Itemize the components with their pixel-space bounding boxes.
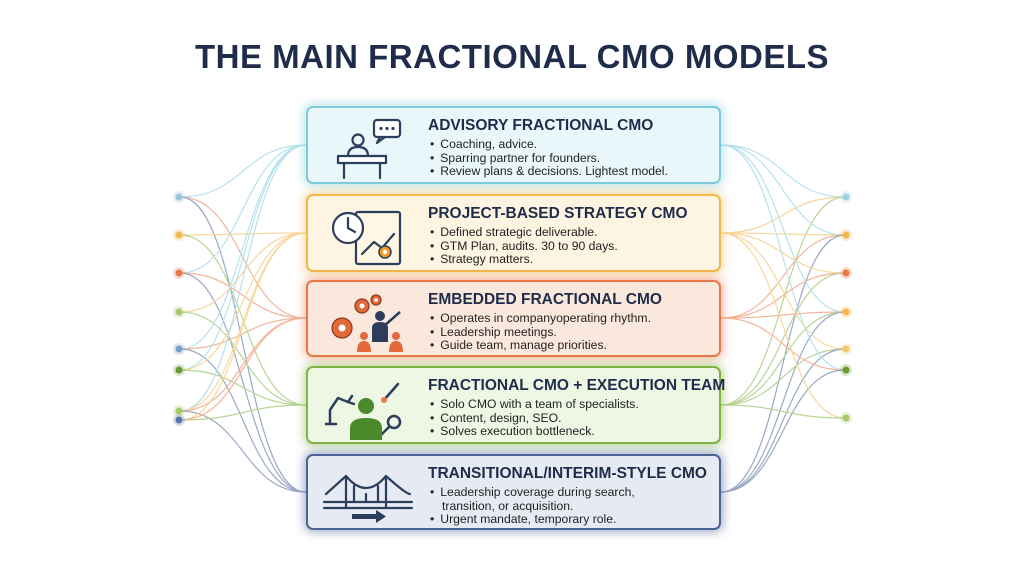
bullet-item: Operates in companyoperating rhythm. bbox=[430, 311, 651, 326]
bullet-item: Review plans & decisions. Lightest model… bbox=[430, 165, 668, 179]
connector-dot bbox=[842, 366, 850, 374]
bullet-item: Strategy matters. bbox=[430, 253, 618, 267]
card-bullets: Leadership coverage during search, trans… bbox=[430, 485, 635, 527]
connector-dot bbox=[842, 193, 850, 201]
bullet-item: Coaching, advice. bbox=[430, 137, 668, 152]
connector-line bbox=[720, 234, 846, 493]
connector-line bbox=[179, 232, 307, 421]
bridge-transition-icon bbox=[322, 464, 414, 530]
connector-line bbox=[720, 234, 846, 319]
card-title: FRACTIONAL CMO + EXECUTION TEAM bbox=[428, 377, 726, 394]
connector-line bbox=[179, 410, 307, 493]
connector-line bbox=[179, 317, 307, 350]
bullet-item: Content, design, SEO. bbox=[430, 411, 639, 426]
connector-line bbox=[179, 369, 307, 406]
connector-line bbox=[720, 232, 846, 274]
card-title: TRANSITIONAL/INTERIM-STYLE CMO bbox=[428, 465, 707, 482]
card-title: PROJECT-BASED STRATEGY CMO bbox=[428, 205, 688, 222]
connector-line bbox=[179, 272, 307, 319]
connector-line bbox=[720, 317, 846, 371]
connector-line bbox=[720, 144, 846, 371]
bullet-item: Leadership coverage during search, bbox=[430, 485, 634, 500]
connector-line bbox=[720, 311, 846, 319]
connector-line bbox=[720, 311, 846, 406]
connector-line bbox=[720, 369, 846, 493]
connector-dot bbox=[842, 269, 850, 277]
bullet-item: GTM Plan, audits. 30 to 90 days. bbox=[430, 239, 618, 254]
connector-dot bbox=[175, 308, 183, 316]
connector-line bbox=[179, 404, 307, 421]
card-bullets: Defined strategic deliverable. GTM Plan,… bbox=[430, 225, 618, 267]
bullet-item: Urgent mandate, temporary role. bbox=[430, 513, 635, 527]
card-title: ADVISORY FRACTIONAL CMO bbox=[428, 117, 654, 134]
connector-line bbox=[720, 272, 846, 319]
card-bullets: Operates in companyoperating rhythm. Lea… bbox=[430, 311, 651, 353]
connector-dot bbox=[842, 308, 850, 316]
connector-dot bbox=[175, 407, 183, 415]
model-card-execution-team: FRACTIONAL CMO + EXECUTION TEAM Solo CMO… bbox=[306, 366, 725, 444]
connector-line bbox=[720, 404, 846, 419]
connector-line bbox=[179, 272, 307, 493]
connector-line bbox=[720, 196, 846, 234]
connector-dot bbox=[842, 345, 850, 353]
model-card-embedded: EMBEDDED FRACTIONAL CMO Operates in comp… bbox=[306, 280, 721, 357]
gears-team-icon bbox=[322, 290, 414, 356]
connector-line bbox=[720, 232, 846, 419]
connector-dot bbox=[175, 269, 183, 277]
connector-line bbox=[179, 311, 307, 406]
connector-line bbox=[179, 232, 307, 313]
connector-line bbox=[179, 144, 307, 412]
bullet-item: transition, or acquisition. bbox=[442, 498, 574, 513]
model-card-project-based: PROJECT-BASED STRATEGY CMO Defined strat… bbox=[306, 194, 721, 272]
connector-dot bbox=[842, 414, 850, 422]
connector-line bbox=[720, 232, 846, 236]
connector-line bbox=[720, 196, 846, 406]
connector-line bbox=[179, 232, 307, 236]
page-title: THE MAIN FRACTIONAL CMO MODELS bbox=[194, 38, 830, 75]
connector-line bbox=[179, 144, 307, 274]
connector-dot bbox=[175, 345, 183, 353]
connector-line bbox=[179, 317, 307, 421]
model-card-advisory: ADVISORY FRACTIONAL CMO Coaching, advice… bbox=[306, 106, 721, 184]
clock-blueprint-icon bbox=[322, 204, 414, 270]
connector-line bbox=[720, 232, 846, 350]
connector-line bbox=[179, 232, 307, 371]
connector-line bbox=[720, 144, 846, 198]
connector-line bbox=[720, 144, 846, 313]
bullet-item: Sparring partner for founders. bbox=[430, 151, 668, 166]
connector-line bbox=[720, 311, 846, 493]
connector-line bbox=[720, 144, 846, 236]
connector-line bbox=[720, 348, 846, 406]
connector-line bbox=[179, 144, 307, 198]
connector-line bbox=[720, 272, 846, 406]
connector-dot bbox=[175, 193, 183, 201]
connector-dot bbox=[842, 231, 850, 239]
connector-line bbox=[179, 144, 307, 371]
connector-dot bbox=[175, 366, 183, 374]
card-bullets: Solo CMO with a team of specialists. Con… bbox=[430, 397, 639, 439]
connector-line bbox=[720, 348, 846, 493]
bullet-item: Leadership meetings. bbox=[430, 325, 651, 340]
bullet-item: Defined strategic deliverable. bbox=[430, 225, 618, 240]
specialist-tools-icon bbox=[322, 376, 414, 442]
card-bullets: Coaching, advice. Sparring partner for f… bbox=[430, 137, 668, 179]
connector-line bbox=[179, 348, 307, 493]
connector-dot bbox=[175, 231, 183, 239]
model-card-transitional: TRANSITIONAL/INTERIM-STYLE CMO Leadershi… bbox=[306, 454, 721, 530]
card-title: EMBEDDED FRACTIONAL CMO bbox=[428, 291, 662, 308]
bullet-item: Solo CMO with a team of specialists. bbox=[430, 397, 638, 412]
bullet-item: Guide team, manage priorities. bbox=[430, 339, 651, 353]
connector-dot bbox=[175, 416, 183, 424]
connector-line bbox=[179, 196, 307, 493]
connector-line bbox=[179, 234, 307, 406]
bullet-item: Solves execution bottleneck. bbox=[430, 425, 639, 439]
advisor-desk-chat-icon bbox=[322, 116, 414, 182]
